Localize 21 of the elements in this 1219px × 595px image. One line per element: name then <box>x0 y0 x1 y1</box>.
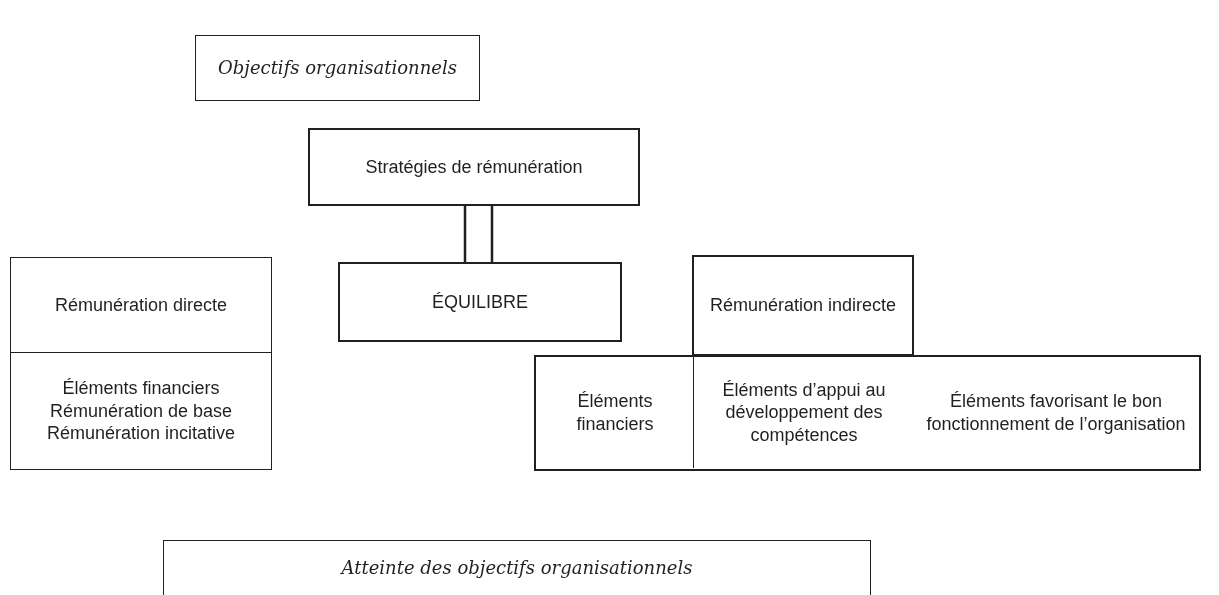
box-label: Rémunération indirecte <box>709 294 897 317</box>
text-box <box>308 128 640 206</box>
text-box <box>10 257 272 353</box>
box-label: Stratégies de rémunération <box>365 155 583 179</box>
box-label: Éléments financiers <box>575 390 655 435</box>
box-label: Rémunération directe <box>54 293 228 317</box>
box-label: Rémunération incitative <box>46 422 236 445</box>
text-box <box>195 35 480 101</box>
box-label: ÉQUILIBRE <box>432 290 528 314</box>
connector-stem <box>463 204 494 264</box>
text-box <box>163 540 871 595</box>
box-label: Objectifs organisationnels <box>218 56 457 80</box>
box-label: Éléments favorisant le bon fonctionnement de l’organisation <box>925 390 1187 435</box>
box-label: Rémunération de base <box>49 399 233 423</box>
box-label: Atteinte des objectifs organisationnels <box>341 556 693 580</box>
panel-box <box>534 355 1201 471</box>
text-box <box>338 262 622 342</box>
text-box <box>692 255 914 356</box>
box-label: Éléments d’appui au développement des compétences <box>721 378 887 447</box>
text-box <box>10 352 272 470</box>
box-label: Éléments financiers <box>62 377 220 400</box>
